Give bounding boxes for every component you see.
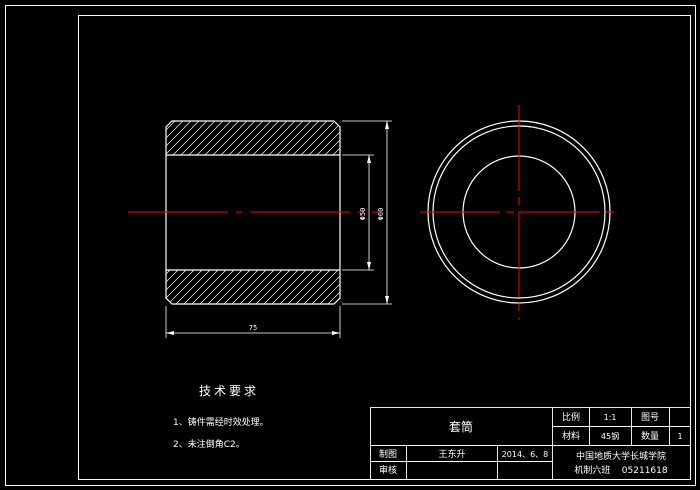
material-value: 45钢 [601,431,619,441]
drawn-by-label: 制图 [379,448,397,460]
scale-value: 1:1 [604,413,617,422]
school-name: 中国地质大学长城学院 [576,450,666,462]
quantity-label: 数量 [641,430,659,442]
top-wall-section [165,120,341,156]
checked-by-label: 审核 [379,464,397,476]
drawn-by-name: 王东升 [438,448,465,460]
outer-border [5,5,696,486]
scale-label: 比例 [562,411,580,423]
class-and-student-id: 机制六班 05211618 [574,464,668,476]
outer-diameter-text: Φ60 [377,208,385,221]
technical-requirements: 技术要求 1、铸件需经时效处理。 2、未注倒角C2。 [173,384,269,450]
bottom-wall-section [165,269,341,305]
tech-requirement-item: 2、未注倒角C2。 [173,438,245,450]
outer-diameter-dimension: Φ60 [342,120,392,305]
inner-diameter-text: Φ50 [359,208,367,221]
tech-requirements-title: 技术要求 [199,384,259,398]
material-label: 材料 [562,430,580,442]
drawing-frame [78,15,691,480]
inner-diameter-dimension: Φ50 [342,154,374,271]
length-dimension-text: 75 [249,324,257,332]
drawing-number-label: 图号 [641,412,659,423]
tech-requirement-item: 1、铸件需经时效处理。 [173,416,269,428]
drawing-date: 2014、6、8 [502,450,549,459]
part-name: 套筒 [449,419,473,434]
length-dimension: 75 [165,306,341,338]
section-view [128,120,380,305]
quantity-value: 1 [677,432,682,441]
side-view [420,105,620,320]
title-block [370,407,691,480]
